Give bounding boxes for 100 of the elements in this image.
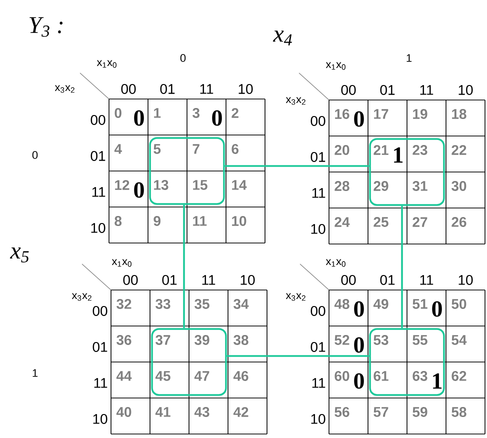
cell-number: 2 bbox=[232, 108, 238, 118]
cell-value: 0 bbox=[354, 373, 364, 389]
cell-number: 51 bbox=[412, 299, 428, 309]
cell-number: 20 bbox=[334, 145, 350, 155]
cell-number: 18 bbox=[452, 109, 466, 119]
cell-number: 26 bbox=[452, 217, 466, 227]
cell-value: 0 bbox=[134, 110, 144, 126]
cell-number: 4 bbox=[114, 144, 122, 154]
cell-number: 37 bbox=[156, 335, 170, 345]
cell-value: 0 bbox=[354, 337, 364, 353]
cell-number: 31 bbox=[412, 181, 428, 191]
row-header: 10 bbox=[91, 223, 106, 233]
row-header: 11 bbox=[312, 378, 326, 388]
cell-number: 28 bbox=[334, 181, 350, 191]
cell-number: 3 bbox=[192, 108, 200, 118]
cell-number: 25 bbox=[374, 217, 388, 227]
cell-number: 48 bbox=[334, 299, 350, 309]
cell-number: 11 bbox=[193, 216, 207, 226]
cell-number: 13 bbox=[154, 180, 168, 190]
cell-number: 34 bbox=[234, 299, 249, 309]
cell-number: 44 bbox=[116, 371, 132, 381]
cell-number: 40 bbox=[116, 407, 132, 417]
cell-number: 38 bbox=[234, 335, 248, 345]
cell-number: 61 bbox=[374, 371, 388, 381]
cell-number: 15 bbox=[193, 180, 208, 190]
cell-number: 29 bbox=[374, 181, 388, 191]
column-header: 00 bbox=[341, 85, 356, 95]
variable-label: x$_{4}$ bbox=[272, 30, 292, 46]
column-header: 00 bbox=[123, 275, 138, 285]
cell-value: 1 bbox=[433, 373, 442, 389]
cell-number: 32 bbox=[116, 299, 132, 309]
row-header: 01 bbox=[90, 151, 106, 161]
cell-number: 7 bbox=[192, 144, 200, 154]
column-header: 10 bbox=[240, 275, 255, 285]
column-header: 01 bbox=[162, 275, 177, 285]
grouping-loop bbox=[149, 137, 225, 205]
cell-value: 1 bbox=[394, 147, 403, 163]
row-header: 00 bbox=[310, 306, 326, 316]
cell-number: 45 bbox=[155, 371, 170, 381]
column-header: 11 bbox=[200, 84, 214, 94]
connector-line bbox=[226, 355, 370, 357]
column-header: 10 bbox=[458, 85, 473, 95]
cell-number: 56 bbox=[334, 407, 350, 417]
row-header: 11 bbox=[94, 378, 108, 388]
cell-number: 63 bbox=[412, 371, 428, 381]
cell-value: 0 bbox=[354, 301, 364, 317]
column-header: 01 bbox=[160, 84, 175, 94]
cell-number: 21 bbox=[374, 145, 388, 155]
cell-number: 60 bbox=[334, 371, 350, 381]
cell-number: 49 bbox=[373, 299, 388, 309]
cell-number: 17 bbox=[374, 109, 388, 119]
axis-label: x$_{3}$x$_{2}$ bbox=[286, 97, 306, 105]
cell-number: 35 bbox=[194, 299, 210, 309]
cell-number: 33 bbox=[156, 299, 170, 309]
cell-number: 47 bbox=[194, 371, 210, 381]
cell-number: 53 bbox=[374, 335, 388, 345]
column-header: 11 bbox=[202, 275, 216, 285]
grouping-loop bbox=[369, 138, 445, 206]
cell-number: 39 bbox=[194, 335, 210, 345]
column-header: 00 bbox=[121, 84, 136, 94]
connector-line bbox=[183, 204, 185, 328]
row-header: 00 bbox=[92, 306, 108, 316]
variable-value: 0 bbox=[180, 54, 186, 62]
row-header: 10 bbox=[311, 414, 326, 424]
axis-label: x$_{1}$x$_{0}$ bbox=[326, 259, 346, 267]
variable-label: x$_{5}$ bbox=[10, 248, 29, 262]
axis-label: x$_{3}$x$_{2}$ bbox=[286, 293, 306, 301]
column-header: 11 bbox=[420, 85, 434, 95]
variable-value: 1 bbox=[406, 54, 412, 62]
column-header: 11 bbox=[420, 275, 434, 285]
column-header: 00 bbox=[341, 275, 356, 285]
axis-label: x$_{1}$x$_{0}$ bbox=[96, 60, 116, 68]
cell-number: 50 bbox=[452, 299, 466, 309]
variable-value: 0 bbox=[32, 151, 38, 159]
column-header: 01 bbox=[380, 275, 395, 285]
grouping-loop bbox=[151, 328, 227, 396]
variable-value: 1 bbox=[32, 369, 38, 377]
cell-number: 27 bbox=[412, 217, 428, 227]
grouping-loop bbox=[369, 328, 445, 396]
column-header: 10 bbox=[238, 84, 253, 94]
axis-label: x$_{3}$x$_{2}$ bbox=[72, 293, 92, 301]
cell-number: 6 bbox=[232, 144, 238, 154]
row-header: 10 bbox=[311, 224, 326, 234]
axis-label: x$_{1}$x$_{0}$ bbox=[326, 62, 346, 70]
cell-number: 16 bbox=[335, 109, 350, 119]
cell-number: 10 bbox=[232, 216, 246, 226]
row-header: 01 bbox=[310, 152, 326, 162]
axis-label: x$_{3}$x$_{2}$ bbox=[54, 85, 74, 93]
row-header: 01 bbox=[92, 342, 108, 352]
cell-number: 8 bbox=[114, 216, 122, 226]
title: Y$_{3}$ : bbox=[30, 17, 63, 37]
cell-number: 58 bbox=[452, 407, 466, 417]
cell-value: 0 bbox=[354, 111, 364, 127]
row-header: 00 bbox=[310, 116, 326, 126]
cell-number: 42 bbox=[233, 407, 248, 417]
row-header: 11 bbox=[312, 188, 326, 198]
row-header: 00 bbox=[90, 115, 106, 125]
cell-number: 55 bbox=[412, 335, 428, 345]
row-header: 11 bbox=[92, 187, 106, 197]
cell-number: 5 bbox=[154, 144, 161, 154]
